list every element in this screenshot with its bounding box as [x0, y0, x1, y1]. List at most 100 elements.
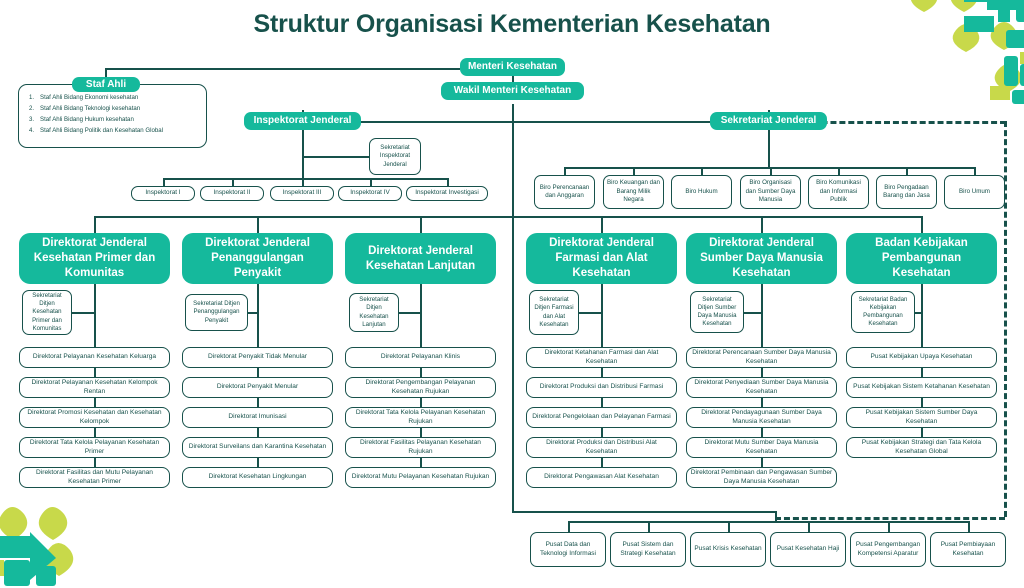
node-ditjen-kesehatan-primer-komunitas[interactable]: Direktorat Jenderal Kesehatan Primer dan… — [19, 233, 170, 284]
node-inspektorat-investigasi[interactable]: Inspektorat Investigasi — [406, 186, 488, 201]
dashed-connector-vertical — [1004, 121, 1007, 517]
node-inspektorat-1[interactable]: Inspektorat I — [131, 186, 195, 201]
connector-col6-u12 — [921, 368, 923, 377]
dashed-connector-horizontal — [768, 121, 1006, 124]
node-ditjen-kesehatan-lanjutan[interactable]: Direktorat Jenderal Kesehatan Lanjutan — [345, 233, 496, 284]
connector-insp-1 — [163, 178, 165, 187]
node-col6-unit-4[interactable]: Pusat Kebijakan Strategi dan Tata Kelola… — [846, 437, 997, 458]
node-biro-umum[interactable]: Biro Umum — [944, 175, 1005, 209]
node-col3-unit-5[interactable]: Direktorat Mutu Pelayanan Kesehatan Ruju… — [345, 467, 496, 488]
node-sekretariat-ditjen-2[interactable]: Sekretariat Ditjen Penanggulangan Penyak… — [185, 294, 248, 331]
node-sekretariat-ditjen-1[interactable]: Sekretariat Ditjen Kesehatan Primer dan … — [22, 290, 72, 335]
node-biro-organisasi-sdm[interactable]: Biro Organisasi dan Sumber Daya Manusia — [740, 175, 801, 209]
node-col5-unit-4[interactable]: Direktorat Mutu Sumber Daya Manusia Kese… — [686, 437, 837, 458]
node-wakil-menteri[interactable]: Wakil Menteri Kesehatan — [441, 82, 584, 100]
connector-col1-u45 — [94, 458, 96, 467]
node-inspektorat-4[interactable]: Inspektorat IV — [338, 186, 402, 201]
connector-col2-u12 — [257, 368, 259, 377]
connector-col3-sek — [398, 312, 421, 314]
connector-col4-u23 — [601, 398, 603, 407]
node-col1-unit-2[interactable]: Direktorat Pelayanan Kesehatan Kelompok … — [19, 377, 170, 398]
connector-biro-bus — [564, 167, 974, 169]
node-col1-unit-4[interactable]: Direktorat Tata Kelola Pelayanan Kesehat… — [19, 437, 170, 458]
node-col6-unit-2[interactable]: Pusat Kebijakan Sistem Ketahanan Kesehat… — [846, 377, 997, 398]
connector-ditjen-drop-3 — [420, 216, 422, 233]
node-col3-unit-2[interactable]: Direktorat Pengembangan Pelayanan Keseha… — [345, 377, 496, 398]
connector-eselon1-bus — [302, 121, 768, 123]
connector-col1-trunk — [94, 284, 96, 347]
node-col6-unit-1[interactable]: Pusat Kebijakan Upaya Kesehatan — [846, 347, 997, 368]
node-badan-kebijakan-pembangunan-kesehatan[interactable]: Badan Kebijakan Pembangunan Kesehatan — [846, 233, 997, 284]
node-col2-unit-1[interactable]: Direktorat Penyakit Tidak Menular — [182, 347, 333, 368]
node-col5-unit-1[interactable]: Direktorat Perencanaan Sumber Daya Manus… — [686, 347, 837, 368]
node-sekretariat-inspektorat-jenderal[interactable]: Sekretariat Inspektorat Jenderal — [369, 138, 421, 175]
node-inspektorat-jenderal[interactable]: Inspektorat Jenderal — [244, 112, 361, 130]
node-pusat-pengembangan-kompetensi-aparatur[interactable]: Pusat Pengembangan Kompetensi Aparatur — [850, 532, 926, 567]
connector-ditjen-drop-6 — [921, 216, 923, 233]
node-sekretariat-ditjen-4[interactable]: Sekretariat Ditjen Farmasi dan Alat Kese… — [529, 290, 579, 335]
node-col1-unit-3[interactable]: Direktorat Promosi Kesehatan dan Kesehat… — [19, 407, 170, 428]
connector-biro-5 — [838, 167, 840, 175]
node-inspektorat-3[interactable]: Inspektorat III — [270, 186, 334, 201]
node-sekretariat-jenderal[interactable]: Sekretariat Jenderal — [710, 112, 827, 130]
node-sekretariat-ditjen-5[interactable]: Sekretariat Ditjen Sumber Daya Manusia K… — [690, 291, 744, 333]
connector-col4-trunk — [601, 284, 603, 347]
connector-col4-u34 — [601, 428, 603, 437]
node-pusat-pembiayaan-kesehatan[interactable]: Pusat Pembiayaan Kesehatan — [930, 532, 1006, 567]
node-sekretariat-ditjen-3[interactable]: Sekretariat Ditjen Kesehatan Lanjutan — [349, 293, 399, 332]
node-sekretariat-badan-6[interactable]: Sekretariat Badan Kebijakan Pembangunan … — [851, 291, 915, 333]
node-col5-unit-2[interactable]: Direktorat Penyediaan Sumber Daya Manusi… — [686, 377, 837, 398]
connector-biro-3 — [701, 167, 703, 175]
node-pusat-data-teknologi-informasi[interactable]: Pusat Data dan Teknologi Informasi — [530, 532, 606, 567]
connector-biro-4 — [770, 167, 772, 175]
list-item: Staf Ahli Bidang Ekonomi kesehatan — [29, 94, 139, 102]
node-col5-unit-3[interactable]: Direktorat Pendayagunaan Sumber Daya Man… — [686, 407, 837, 428]
node-ditjen-sdm-kesehatan[interactable]: Direktorat Jenderal Sumber Daya Manusia … — [686, 233, 837, 284]
node-staf-ahli[interactable]: Staf Ahli — [72, 77, 140, 92]
connector-pusat-1 — [568, 521, 570, 532]
node-ditjen-farmasi-alat-kesehatan[interactable]: Direktorat Jenderal Farmasi dan Alat Kes… — [526, 233, 677, 284]
node-biro-hukum[interactable]: Biro Hukum — [671, 175, 732, 209]
node-ditjen-penanggulangan-penyakit[interactable]: Direktorat Jenderal Penanggulangan Penya… — [182, 233, 333, 284]
connector-col3-u34 — [420, 428, 422, 437]
node-col6-unit-3[interactable]: Pusat Kebijakan Sistem Sumber Daya Keseh… — [846, 407, 997, 428]
connector-col4-u12 — [601, 368, 603, 377]
connector-pusat-2 — [648, 521, 650, 532]
node-pusat-sistem-strategi-kesehatan[interactable]: Pusat Sistem dan Strategi Kesehatan — [610, 532, 686, 567]
connector-biro-2 — [633, 167, 635, 175]
node-col5-unit-5[interactable]: Direktorat Pembinaan dan Pengawasan Sumb… — [686, 467, 837, 488]
node-col3-unit-1[interactable]: Direktorat Pelayanan Klinis — [345, 347, 496, 368]
connector-col5-u34 — [761, 428, 763, 437]
node-col2-unit-3[interactable]: Direktorat Imunisasi — [182, 407, 333, 428]
node-col2-unit-2[interactable]: Direktorat Penyakit Menular — [182, 377, 333, 398]
connector-col4-sek — [579, 312, 602, 314]
node-biro-komunikasi-informasi-publik[interactable]: Biro Komunikasi dan Informasi Publik — [808, 175, 869, 209]
node-col1-unit-5[interactable]: Direktorat Fasilitas dan Mutu Pelayanan … — [19, 467, 170, 488]
node-pusat-kesehatan-haji[interactable]: Pusat Kesehatan Haji — [770, 532, 846, 567]
connector-insp-4 — [370, 178, 372, 187]
node-col4-unit-4[interactable]: Direktorat Produksi dan Distribusi Alat … — [526, 437, 677, 458]
connector-biro-7 — [974, 167, 976, 175]
node-col2-unit-4[interactable]: Direktorat Surveilans dan Karantina Kese… — [182, 437, 333, 458]
connector-pusat-bus — [568, 521, 968, 523]
decorative-pattern-bottom-left — [0, 507, 74, 586]
node-inspektorat-2[interactable]: Inspektorat II — [200, 186, 264, 201]
node-col2-unit-5[interactable]: Direktorat Kesehatan Lingkungan — [182, 467, 333, 488]
connector-pusat-3 — [728, 521, 730, 532]
node-biro-perencanaan-anggaran[interactable]: Biro Perencanaan dan Anggaran — [534, 175, 595, 209]
node-biro-pengadaan-barang-jasa[interactable]: Biro Pengadaan Barang dan Jasa — [876, 175, 937, 209]
node-col4-unit-3[interactable]: Direktorat Pengelolaan dan Pelayanan Far… — [526, 407, 677, 428]
node-pusat-krisis-kesehatan[interactable]: Pusat Krisis Kesehatan — [690, 532, 766, 567]
connector-col4-u45 — [601, 458, 603, 467]
connector-pusat-6 — [968, 521, 970, 532]
node-col3-unit-3[interactable]: Direktorat Tata Kelola Pelayanan Kesehat… — [345, 407, 496, 428]
node-col4-unit-2[interactable]: Direktorat Produksi dan Distribusi Farma… — [526, 377, 677, 398]
node-col4-unit-1[interactable]: Direktorat Ketahanan Farmasi dan Alat Ke… — [526, 347, 677, 368]
node-biro-keuangan-bmn[interactable]: Biro Keuangan dan Barang Milik Negara — [603, 175, 664, 209]
connector-pusat-5 — [888, 521, 890, 532]
node-col1-unit-1[interactable]: Direktorat Pelayanan Kesehatan Keluarga — [19, 347, 170, 368]
node-col4-unit-5[interactable]: Direktorat Pengawasan Alat Kesehatan — [526, 467, 677, 488]
connector-ditjen-drop-4 — [601, 216, 603, 233]
node-col3-unit-4[interactable]: Direktorat Fasilitas Pelayanan Kesehatan… — [345, 437, 496, 458]
node-menteri-kesehatan[interactable]: Menteri Kesehatan — [460, 58, 565, 76]
